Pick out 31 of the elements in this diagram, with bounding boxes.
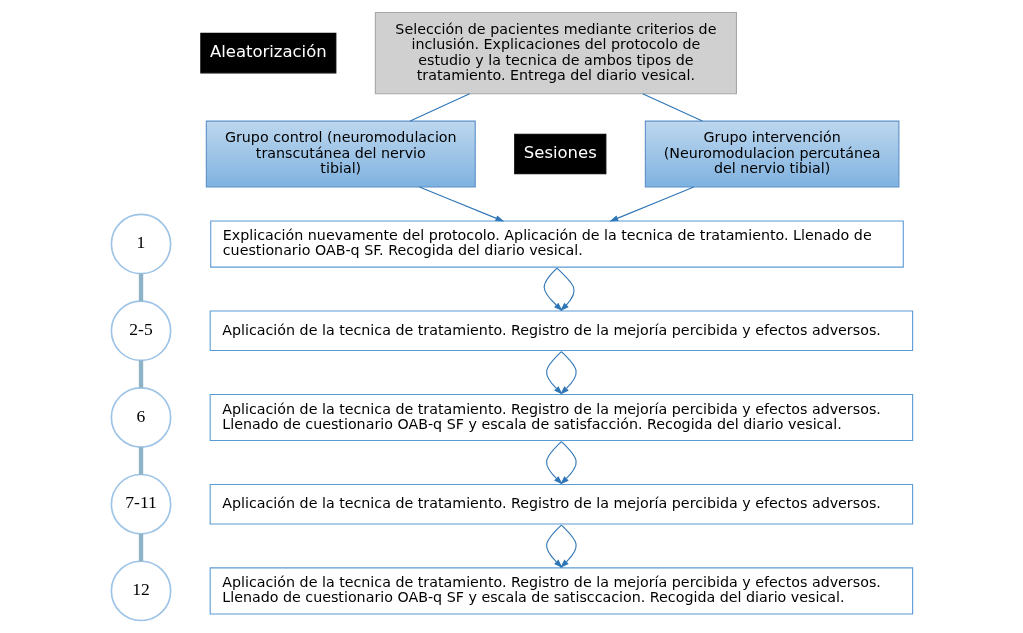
arrow [559,351,577,395]
connector [641,93,703,122]
node-circle: 7-11 [110,473,171,535]
node-box: Aplicación de la tecnica de tratamiento. Registro de la mejoría percibida y efectos adversos. Llenado de cuestionario OAB-q SF y escala de satisccacion. Recogida del diario vesical. [209,567,913,615]
node-box: Selección de pacientes mediante criterios de inclusión. Explicaciones del protocolo de estudio y la tecnica de ambos tipos de tratamiento. Entrega del diario vesical. [374,11,737,95]
node-circle: 1 [110,213,171,275]
arrow [608,186,694,222]
node-box: Grupo control (neuromodulacion transcutánea del nervio tibial) [205,120,476,188]
node-box: Sesiones [513,133,606,175]
connector [138,273,143,302]
arrow [418,186,504,222]
connector [138,447,143,475]
node-box: Explicación nuevamente del protocolo. Aplicación de la tecnica de tratamiento. Llenado de cuestionario OAB-q SF. Recogida del diario vesical. [209,220,904,268]
node-circle: 2-5 [110,300,171,362]
node-box: Aplicación de la tecnica de tratamiento. Registro de la mejoría percibida y efectos adversos. [209,483,913,525]
node-box: Aplicación de la tecnica de tratamiento. Registro de la mejoría percibida y efectos adversos. [209,310,913,352]
arrow [555,267,575,312]
connector [138,360,143,388]
node-circle: 6 [110,387,171,448]
connector [138,533,143,562]
arrow [559,524,577,568]
node-box: Grupo intervención (Neuromodulacion percutánea del nervio tibial) [644,120,899,188]
node-circle: 12 [110,560,171,622]
arrow [543,267,563,312]
arrow [545,351,563,395]
arrow [545,524,563,568]
node-box: Aplicación de la tecnica de tratamiento. Registro de la mejoría percibida y efectos adversos. Llenado de cuestionario OAB-q SF y escala de satisfacción. Recogida del diario vesical. [209,393,913,442]
connector [409,93,470,122]
arrow [545,441,563,485]
node-box: Aleatorización [199,32,336,74]
arrow [559,441,577,485]
